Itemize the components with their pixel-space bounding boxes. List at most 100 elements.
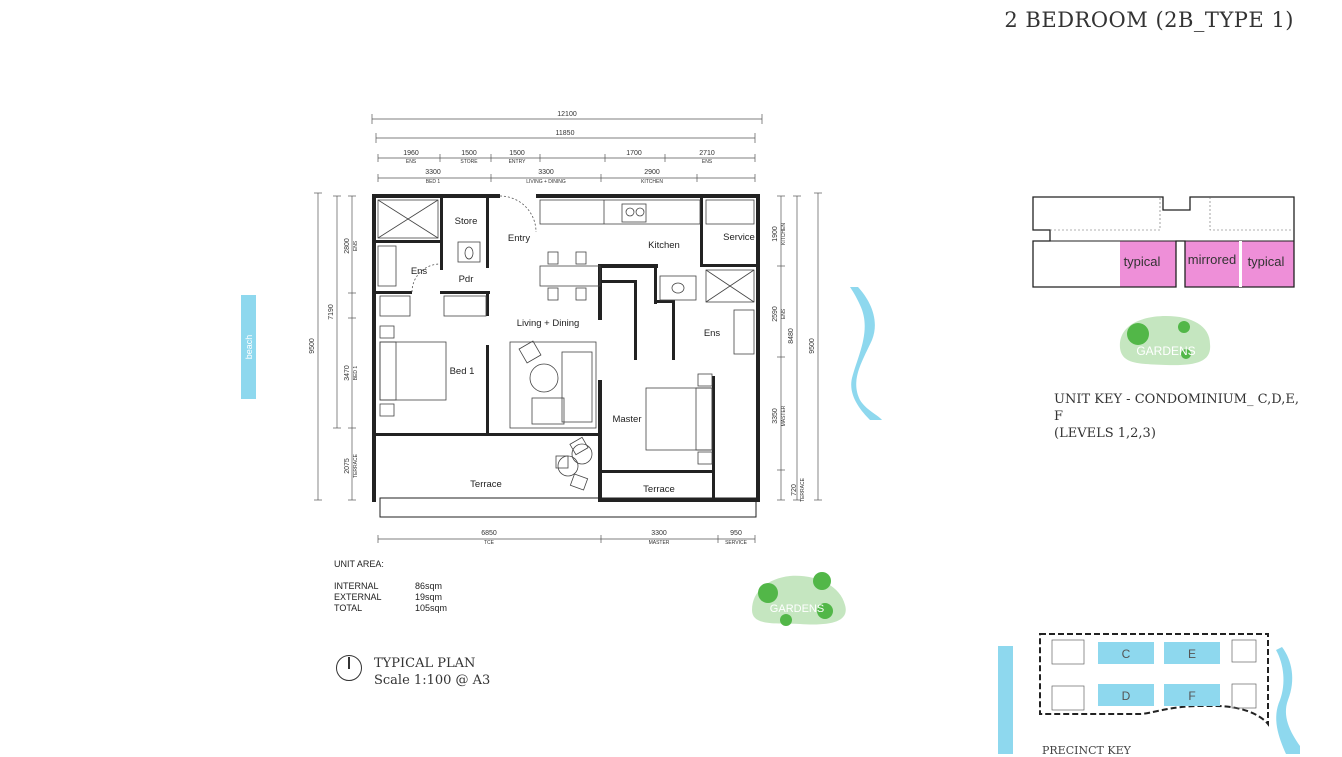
dim-value: 6850 [481, 530, 497, 537]
plan-title: TYPICAL PLAN [374, 656, 476, 671]
dim-label: SERVICE [725, 540, 748, 546]
room-label-ens: Ens [704, 328, 721, 339]
room-label-pdr: Pdr [459, 274, 474, 285]
unit-area: UNIT AREA: INTERNAL 86sqm EXTERNAL 19sqm… [334, 559, 447, 614]
area-value: 19sqm [415, 592, 443, 602]
left-dimension-text: 9500 7190 2800 ENS 3470 BED 1 2075 TERRA… [309, 238, 359, 478]
door-swings [411, 195, 537, 293]
fixtures [377, 199, 755, 491]
dim-inner: 11850 [556, 130, 575, 137]
dim-value: 9500 [309, 338, 316, 354]
dim-value: 1500 [509, 150, 525, 157]
area-label: TOTAL [334, 603, 363, 613]
exterior-walls [372, 194, 760, 502]
plan-label: TYPICAL PLAN Scale 1:100 @ A3 [374, 655, 490, 689]
room-label-living: Living + Dining [517, 318, 580, 329]
unit-key-typical: typical [1124, 254, 1161, 269]
dim-label: MASTER [649, 540, 670, 546]
dim-total: 12100 [557, 111, 577, 118]
dim-value: 720 [791, 484, 798, 496]
dim-value: 2075 [344, 458, 351, 474]
area-value: 105sqm [415, 603, 448, 613]
right-dimension-text: 9500 8480 1900 KITCHEN 2590 ENS 3350 MAS… [772, 223, 816, 502]
top-dimensions [371, 114, 763, 182]
dim-value: 950 [730, 530, 742, 537]
dim-value: 3300 [651, 530, 667, 537]
precinct-block-c: C [1122, 647, 1131, 661]
dim-label: ENS [702, 159, 713, 165]
dim-label: ENTRY [509, 159, 527, 165]
canal-shape [850, 287, 882, 420]
dim-label: MASTER [781, 405, 787, 426]
room-label-entry: Entry [508, 233, 530, 244]
left-dimensions [314, 192, 356, 501]
room-label-ens: Ens [411, 266, 428, 277]
unit-key-mirrored: mirrored [1188, 252, 1236, 267]
dim-value: 3300 [538, 169, 554, 176]
page-title: 2 BEDROOM (2B_TYPE 1) [1004, 8, 1294, 32]
dim-value: 3300 [425, 169, 441, 176]
room-label-terrace: Terrace [643, 484, 675, 495]
tree [780, 614, 792, 626]
dim-value: 1500 [461, 150, 477, 157]
precinct-key-caption: PRECINCT KEY [1042, 744, 1131, 757]
unit-key-caption: UNIT KEY - CONDOMINIUM_ C,D,E, F (LEVELS… [1054, 391, 1314, 442]
area-row: INTERNAL 86sqm [334, 581, 447, 592]
unit-key-caption-line: (LEVELS 1,2,3) [1054, 426, 1156, 441]
unit-area-heading: UNIT AREA: [334, 559, 384, 569]
dim-value: 1900 [772, 226, 779, 242]
tree [1181, 349, 1191, 359]
dim-label: BED 1 [426, 179, 441, 185]
precinct-block-e: E [1188, 647, 1196, 661]
tree [817, 603, 833, 619]
gardens-label: GARDENS [770, 603, 824, 615]
dim-label: TERRACE [800, 477, 806, 502]
room-labels: Store Entry Kitchen Service Ens Pdr Livi… [411, 216, 755, 495]
dim-label: ENS [353, 240, 359, 251]
dim-label: KITCHEN [641, 179, 663, 185]
room-label-terrace: Terrace [470, 479, 502, 490]
room-label-bed1: Bed 1 [450, 366, 475, 377]
dim-label: BED 1 [353, 366, 359, 381]
dim-value: 3470 [344, 365, 351, 381]
dim-label: KITCHEN [781, 223, 787, 245]
dim-value: 8480 [788, 328, 795, 344]
unit-key-cells: typical mirrored typical [1124, 252, 1285, 269]
unit-key-caption-line: UNIT KEY - CONDOMINIUM_ C,D,E, [1054, 392, 1299, 407]
dim-label: LIVING + DINING [526, 179, 566, 185]
dim-value: 3350 [772, 408, 779, 424]
unit-key-diagram [1032, 196, 1295, 288]
precinct-block-d: D [1122, 689, 1131, 703]
precinct-blocks: C E D F [1122, 647, 1196, 703]
north-arrow-icon [336, 655, 362, 681]
right-dimensions [777, 192, 822, 501]
tree [1127, 323, 1149, 345]
beach-label: beach [244, 335, 254, 360]
area-row: EXTERNAL 19sqm [334, 592, 447, 603]
dim-label: TERRACE [353, 453, 359, 478]
unit-key-typical: typical [1248, 254, 1285, 269]
dim-value: 2590 [772, 306, 779, 322]
area-label: INTERNAL [334, 581, 379, 591]
dim-value: 2800 [344, 238, 351, 254]
beach-strip [241, 295, 256, 399]
area-value: 86sqm [415, 581, 443, 591]
unit-key-caption-line: F [1054, 409, 1064, 424]
dim-label: STORE [460, 159, 478, 165]
canal-label: canal [866, 358, 880, 381]
precinct-key-diagram [998, 633, 1300, 754]
bottom-dimensions [377, 535, 756, 543]
dim-label: TCE [484, 540, 495, 546]
plan-scale: Scale 1:100 @ A3 [374, 673, 491, 688]
interior-walls [376, 198, 756, 498]
room-label-store: Store [455, 216, 478, 227]
tree [1178, 321, 1190, 333]
area-label: EXTERNAL [334, 592, 382, 602]
tree [813, 572, 831, 590]
room-label-service: Service [723, 232, 755, 243]
dim-value: 2900 [644, 169, 660, 176]
room-label-master: Master [612, 414, 641, 425]
dim-label: ENS [781, 308, 787, 319]
dim-label: ENS [406, 159, 417, 165]
